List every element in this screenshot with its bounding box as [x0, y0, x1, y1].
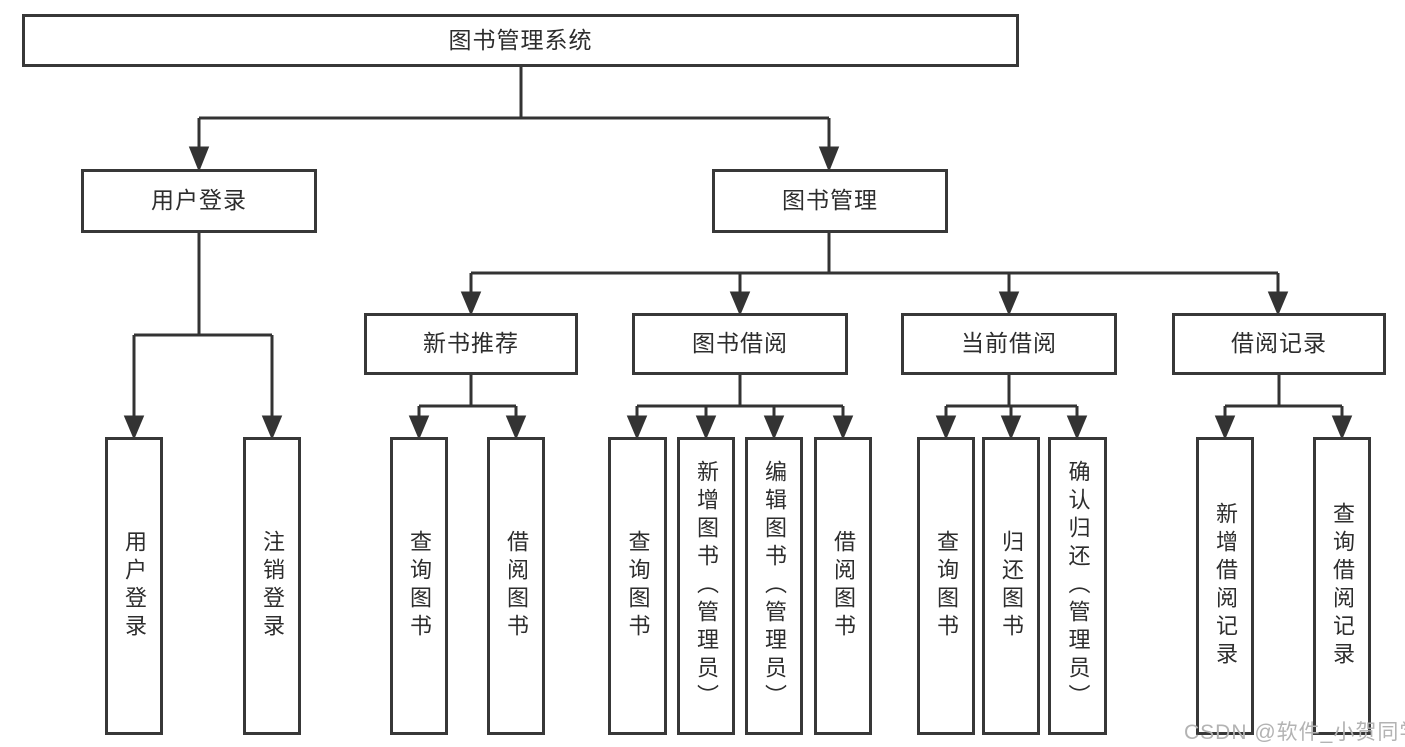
leaf-query-borrow-record: 查询借阅记录	[1313, 437, 1371, 735]
node-new-book-recommend: 新书推荐	[364, 313, 578, 375]
leaf-query-books-recommend: 查询图书	[390, 437, 448, 735]
node-library-management-system: 图书管理系统	[22, 14, 1019, 67]
connector-current-borrow-branch	[935, 375, 1088, 440]
connector-root-to-level2	[188, 67, 840, 173]
connector-user-login-branch	[123, 233, 283, 440]
leaf-borrow-books-recommend: 借阅图书	[487, 437, 545, 735]
connector-book-borrow-branch	[626, 375, 854, 440]
node-user-login: 用户登录	[81, 169, 317, 233]
leaf-edit-books-admin: 编辑图书（管理员）	[745, 437, 803, 735]
node-current-borrowing: 当前借阅	[901, 313, 1117, 375]
leaf-logout-login: 注销登录	[243, 437, 301, 735]
leaf-return-books: 归还图书	[982, 437, 1040, 735]
leaf-query-books-borrowing: 查询图书	[608, 437, 667, 735]
leaf-query-books-current: 查询图书	[917, 437, 975, 735]
node-borrow-records: 借阅记录	[1172, 313, 1386, 375]
node-book-management: 图书管理	[712, 169, 948, 233]
connector-book-mgmt-branch	[460, 233, 1289, 316]
connector-new-book-branch	[408, 375, 527, 440]
node-book-borrowing: 图书借阅	[632, 313, 848, 375]
leaf-borrow-books-borrowing: 借阅图书	[814, 437, 872, 735]
leaf-add-borrow-record: 新增借阅记录	[1196, 437, 1254, 735]
leaf-add-books-admin: 新增图书（管理员）	[677, 437, 735, 735]
leaf-confirm-return-admin: 确认归还（管理员）	[1048, 437, 1107, 735]
connector-borrow-records-branch	[1214, 375, 1353, 440]
csdn-watermark: CSDN @软件_小贺同学	[1184, 721, 1405, 744]
leaf-user-login: 用户登录	[105, 437, 163, 735]
